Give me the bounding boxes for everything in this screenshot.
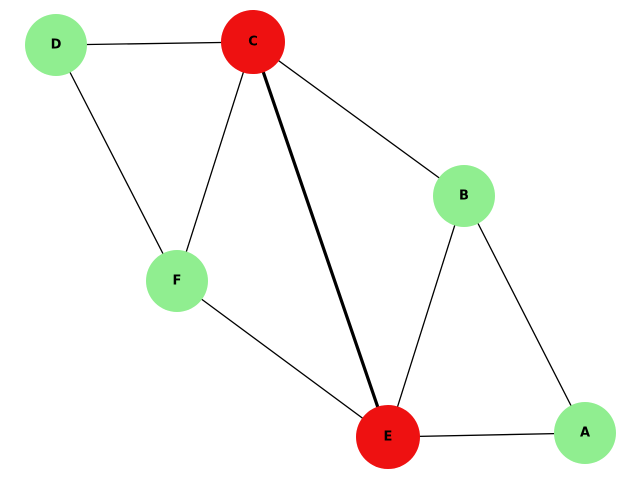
node-label-C: C [248,35,258,50]
edge-E-A [387,432,586,438]
node-label-E: E [384,430,393,445]
node-D [25,14,87,76]
node-E [356,405,420,469]
node-B [433,165,495,227]
node-C [221,10,285,74]
node-label-D: D [51,38,62,53]
edge-C-E [251,41,390,438]
nodes-layer [25,10,616,469]
node-F [146,250,208,312]
edge-D-C [55,41,254,46]
node-A [554,402,616,464]
edges-layer [55,41,586,438]
node-label-A: A [580,426,590,441]
edge-D-F [55,44,178,282]
edge-C-F [176,41,254,282]
node-label-F: F [173,274,182,289]
edge-F-E [176,280,389,438]
node-label-B: B [459,189,469,204]
edge-B-E [387,195,465,438]
edge-C-B [252,41,465,197]
labels-layer: D C B F E A [51,35,590,445]
edge-B-A [463,195,586,434]
